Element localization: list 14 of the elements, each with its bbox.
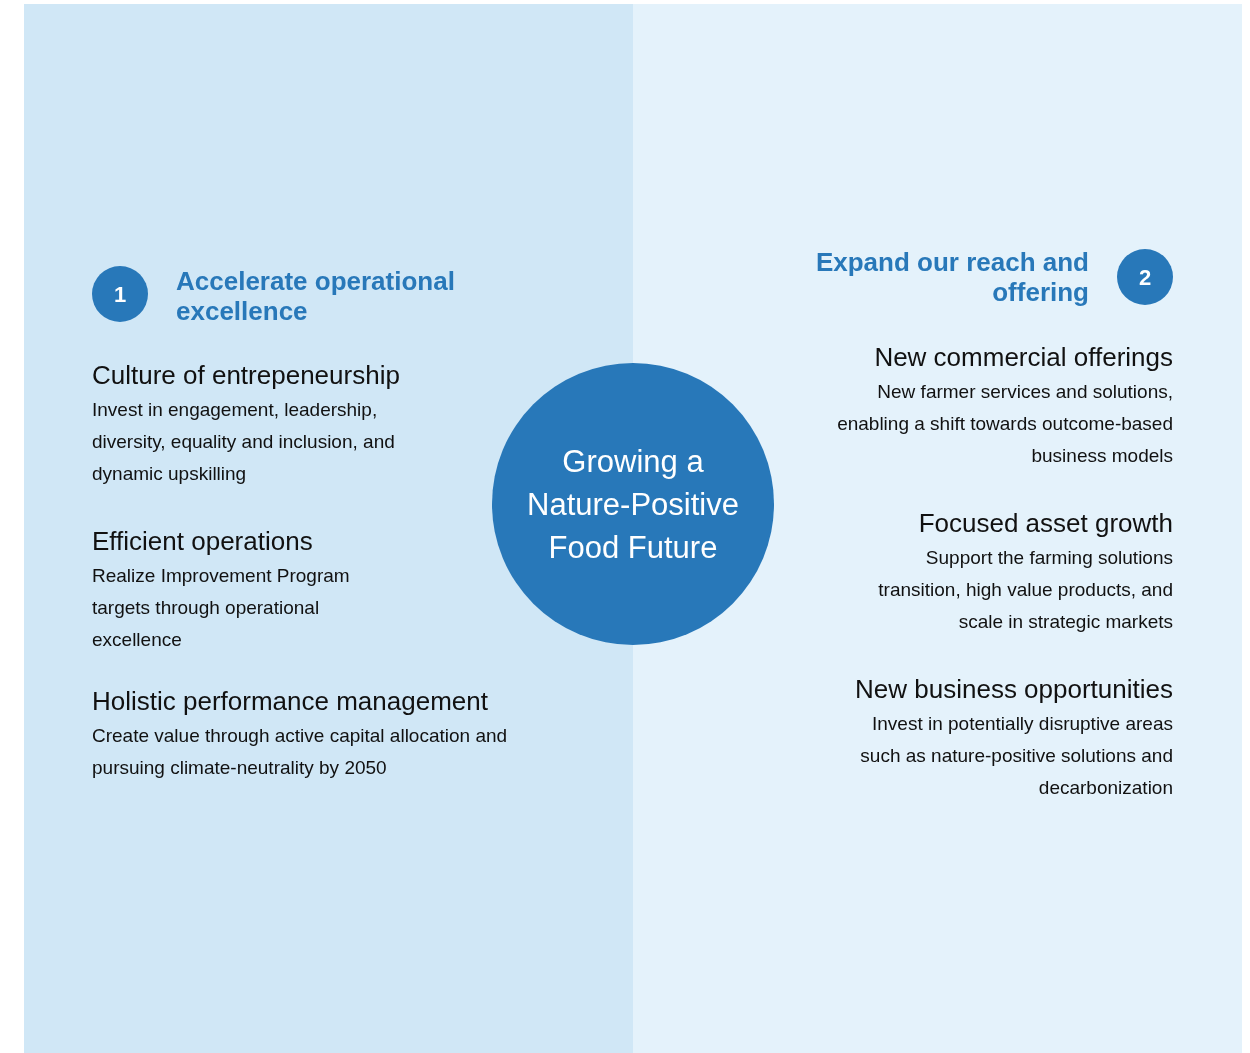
section-heading: Expand our reach and offering bbox=[814, 247, 1089, 307]
item-description: New farmer services and solutions, enabling a shift towards outcome-based business models bbox=[836, 380, 1173, 468]
item-heading: Holistic performance management bbox=[92, 685, 489, 718]
item-heading: Focused asset growth bbox=[917, 507, 1173, 540]
section-heading: Accelerate operational excellence bbox=[176, 266, 456, 326]
item-description: Realize Improvement Program targets through operational excellence bbox=[92, 564, 351, 652]
item-heading: New commercial offerings bbox=[873, 341, 1173, 374]
item-heading: Efficient operations bbox=[92, 525, 314, 558]
item-description: Invest in potentially disruptive areas such as nature-positive solutions and decarbonization bbox=[859, 712, 1173, 800]
item-description: Create value through active capital allocation and pursuing climate-neutrality by 2050 bbox=[92, 724, 509, 780]
item-heading: Culture of entrepeneurship bbox=[92, 359, 401, 392]
item-heading: New business opportunities bbox=[854, 673, 1173, 706]
item-description: Invest in engagement, leadership, diversity, equality and inclusion, and dynamic upskilling bbox=[92, 398, 396, 486]
item-description: Support the farming solutions transition, high value products, and scale in strategic markets bbox=[877, 546, 1173, 634]
